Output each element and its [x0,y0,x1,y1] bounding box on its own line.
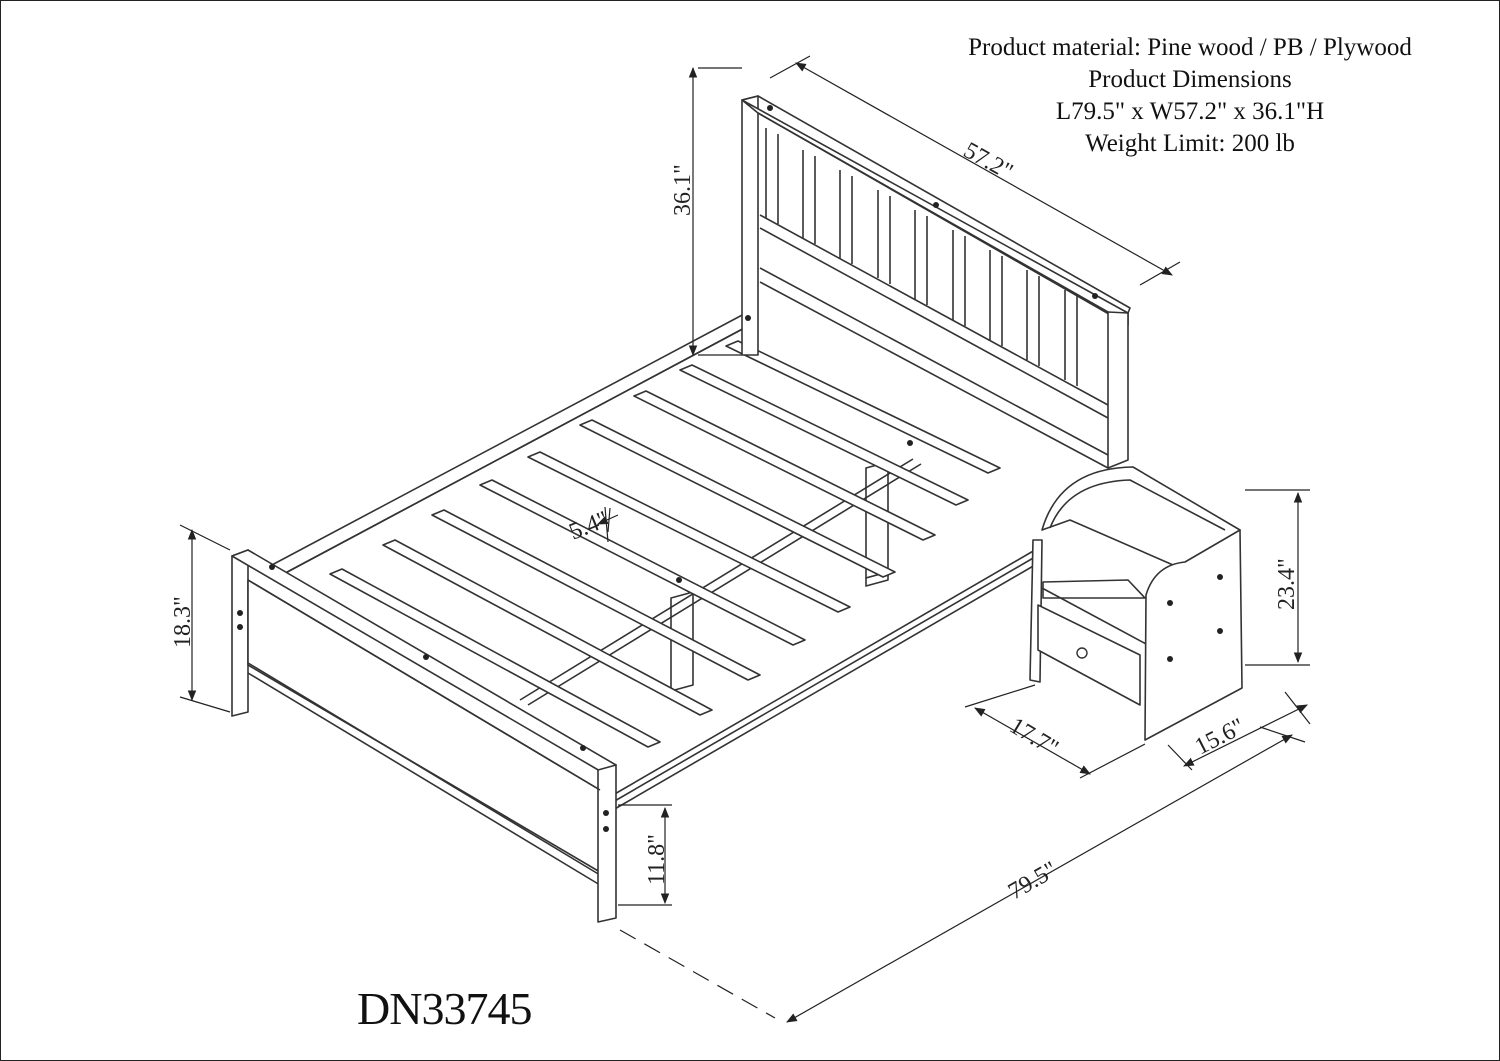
left-side-rail [269,312,751,579]
dimensions-title: Product Dimensions [1088,66,1292,93]
dimension-lines [179,55,1311,1023]
product-material: Product material: Pine wood / PB / Plywo… [968,34,1412,61]
model-number: DN33745 [357,983,532,1034]
product-specs: Product material: Pine wood / PB / Plywo… [930,32,1450,160]
bed-slats [329,340,1001,748]
nightstand [1029,466,1243,741]
label-nightstand-width: 17.7" [1005,713,1063,762]
label-under-bed-clearance: 11.8" [644,834,670,885]
label-headboard-height: 36.1" [670,164,696,216]
label-footboard-height: 18.3" [170,596,196,648]
bed [231,95,1131,923]
weight-limit: Weight Limit: 200 lb [1085,130,1295,157]
label-nightstand-height: 23.4" [1274,558,1300,610]
footboard [231,549,682,923]
label-bed-length: 79.5" [1004,857,1062,905]
product-dimensions: L79.5" x W57.2" x 36.1"H [1055,98,1325,125]
label-nightstand-depth: 15.6" [1191,714,1249,761]
